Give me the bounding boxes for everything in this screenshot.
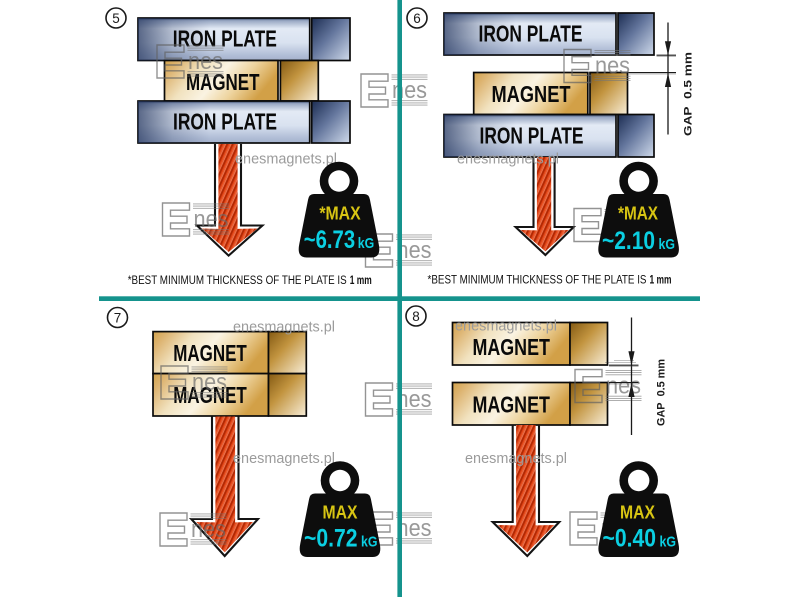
svg-text:8: 8 bbox=[412, 309, 420, 324]
svg-text:nes: nes bbox=[192, 369, 227, 396]
svg-text:*BEST MINIMUM THICKNESS OF THE: *BEST MINIMUM THICKNESS OF THE PLATE IS bbox=[128, 275, 347, 287]
svg-text:7: 7 bbox=[114, 310, 122, 325]
svg-text:IRON PLATE: IRON PLATE bbox=[479, 21, 583, 47]
svg-text:6: 6 bbox=[413, 11, 421, 26]
svg-text:*MAX: *MAX bbox=[618, 203, 659, 224]
svg-text:nes: nes bbox=[397, 386, 432, 413]
svg-text:5: 5 bbox=[112, 11, 120, 26]
svg-text:kG: kG bbox=[659, 236, 676, 253]
svg-text:GAP 0.5 mm: GAP 0.5 mm bbox=[683, 52, 695, 136]
svg-text:enesmagnets.pl: enesmagnets.pl bbox=[455, 319, 557, 335]
svg-text:kG: kG bbox=[361, 534, 378, 551]
svg-text:MAX: MAX bbox=[323, 502, 359, 523]
svg-text:MAGNET: MAGNET bbox=[492, 81, 571, 107]
svg-text:GAP 0.5 mm: GAP 0.5 mm bbox=[656, 359, 668, 426]
svg-text:*BEST MINIMUM THICKNESS OF THE: *BEST MINIMUM THICKNESS OF THE PLATE IS bbox=[428, 275, 647, 287]
svg-text:MAGNET: MAGNET bbox=[472, 391, 550, 417]
svg-text:~6.73: ~6.73 bbox=[304, 226, 355, 254]
svg-text:1 mm: 1 mm bbox=[650, 275, 672, 287]
svg-text:kG: kG bbox=[660, 534, 677, 551]
svg-text:IRON PLATE: IRON PLATE bbox=[480, 123, 584, 149]
svg-text:enesmagnets.pl: enesmagnets.pl bbox=[465, 451, 567, 467]
svg-text:IRON PLATE: IRON PLATE bbox=[173, 109, 277, 135]
svg-text:MAGNET: MAGNET bbox=[186, 69, 260, 95]
svg-text:MAX: MAX bbox=[620, 502, 656, 523]
svg-text:nes: nes bbox=[397, 515, 432, 542]
svg-text:nes: nes bbox=[606, 373, 641, 400]
svg-text:*MAX: *MAX bbox=[319, 203, 361, 224]
svg-text:enesmagnets.pl: enesmagnets.pl bbox=[235, 152, 337, 168]
svg-text:enesmagnets.pl: enesmagnets.pl bbox=[233, 451, 335, 467]
svg-text:nes: nes bbox=[191, 516, 226, 543]
svg-text:nes: nes bbox=[194, 206, 229, 233]
svg-text:nes: nes bbox=[392, 77, 427, 104]
svg-text:1 mm: 1 mm bbox=[350, 275, 372, 287]
svg-text:enesmagnets.pl: enesmagnets.pl bbox=[233, 320, 335, 336]
svg-text:nes: nes bbox=[397, 237, 432, 264]
svg-text:enesmagnets.pl: enesmagnets.pl bbox=[457, 152, 559, 168]
svg-text:IRON PLATE: IRON PLATE bbox=[173, 26, 277, 52]
svg-text:MAGNET: MAGNET bbox=[173, 340, 247, 366]
svg-text:~2.10: ~2.10 bbox=[602, 227, 655, 255]
svg-text:nes: nes bbox=[188, 48, 223, 75]
svg-text:kG: kG bbox=[358, 235, 375, 252]
svg-text:MAGNET: MAGNET bbox=[472, 334, 550, 360]
svg-text:~0.40: ~0.40 bbox=[603, 525, 657, 553]
svg-text:nes: nes bbox=[595, 53, 630, 80]
svg-text:~0.72: ~0.72 bbox=[304, 525, 358, 553]
